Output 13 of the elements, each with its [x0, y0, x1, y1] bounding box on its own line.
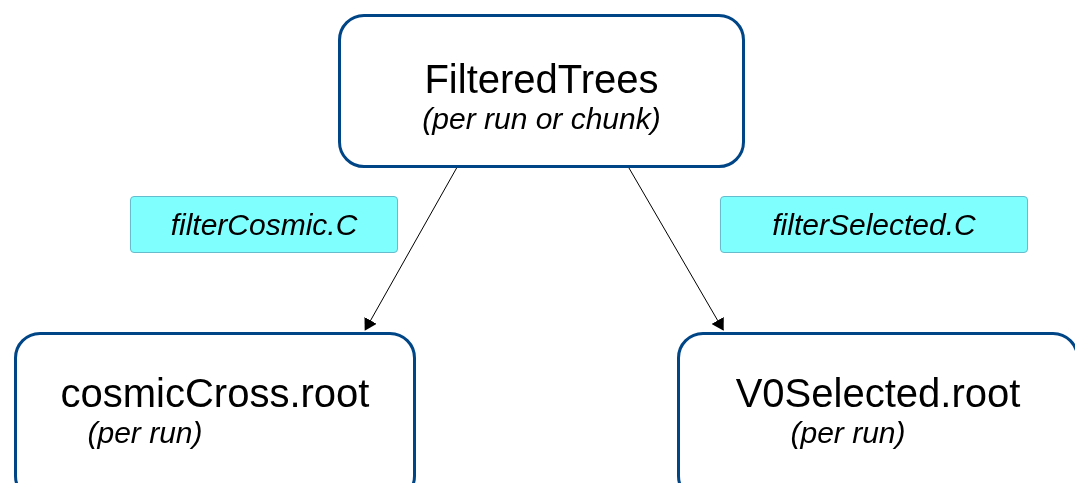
node-title: V0Selected.root [734, 371, 1022, 416]
node-subtitle: (per run) [790, 416, 906, 450]
arrow [628, 167, 724, 331]
process-box [14, 332, 416, 483]
node-title: cosmicCross.root [59, 371, 371, 416]
process-box [677, 332, 1075, 483]
arrow [364, 167, 458, 331]
node-title: FilteredTrees [423, 57, 660, 102]
node-subtitle: (per run or chunk) [422, 102, 661, 136]
node-subtitle: (per run) [87, 416, 203, 450]
edge-label: filterSelected.C [720, 196, 1028, 253]
process-box [338, 14, 745, 168]
edge-label: filterCosmic.C [130, 196, 398, 253]
